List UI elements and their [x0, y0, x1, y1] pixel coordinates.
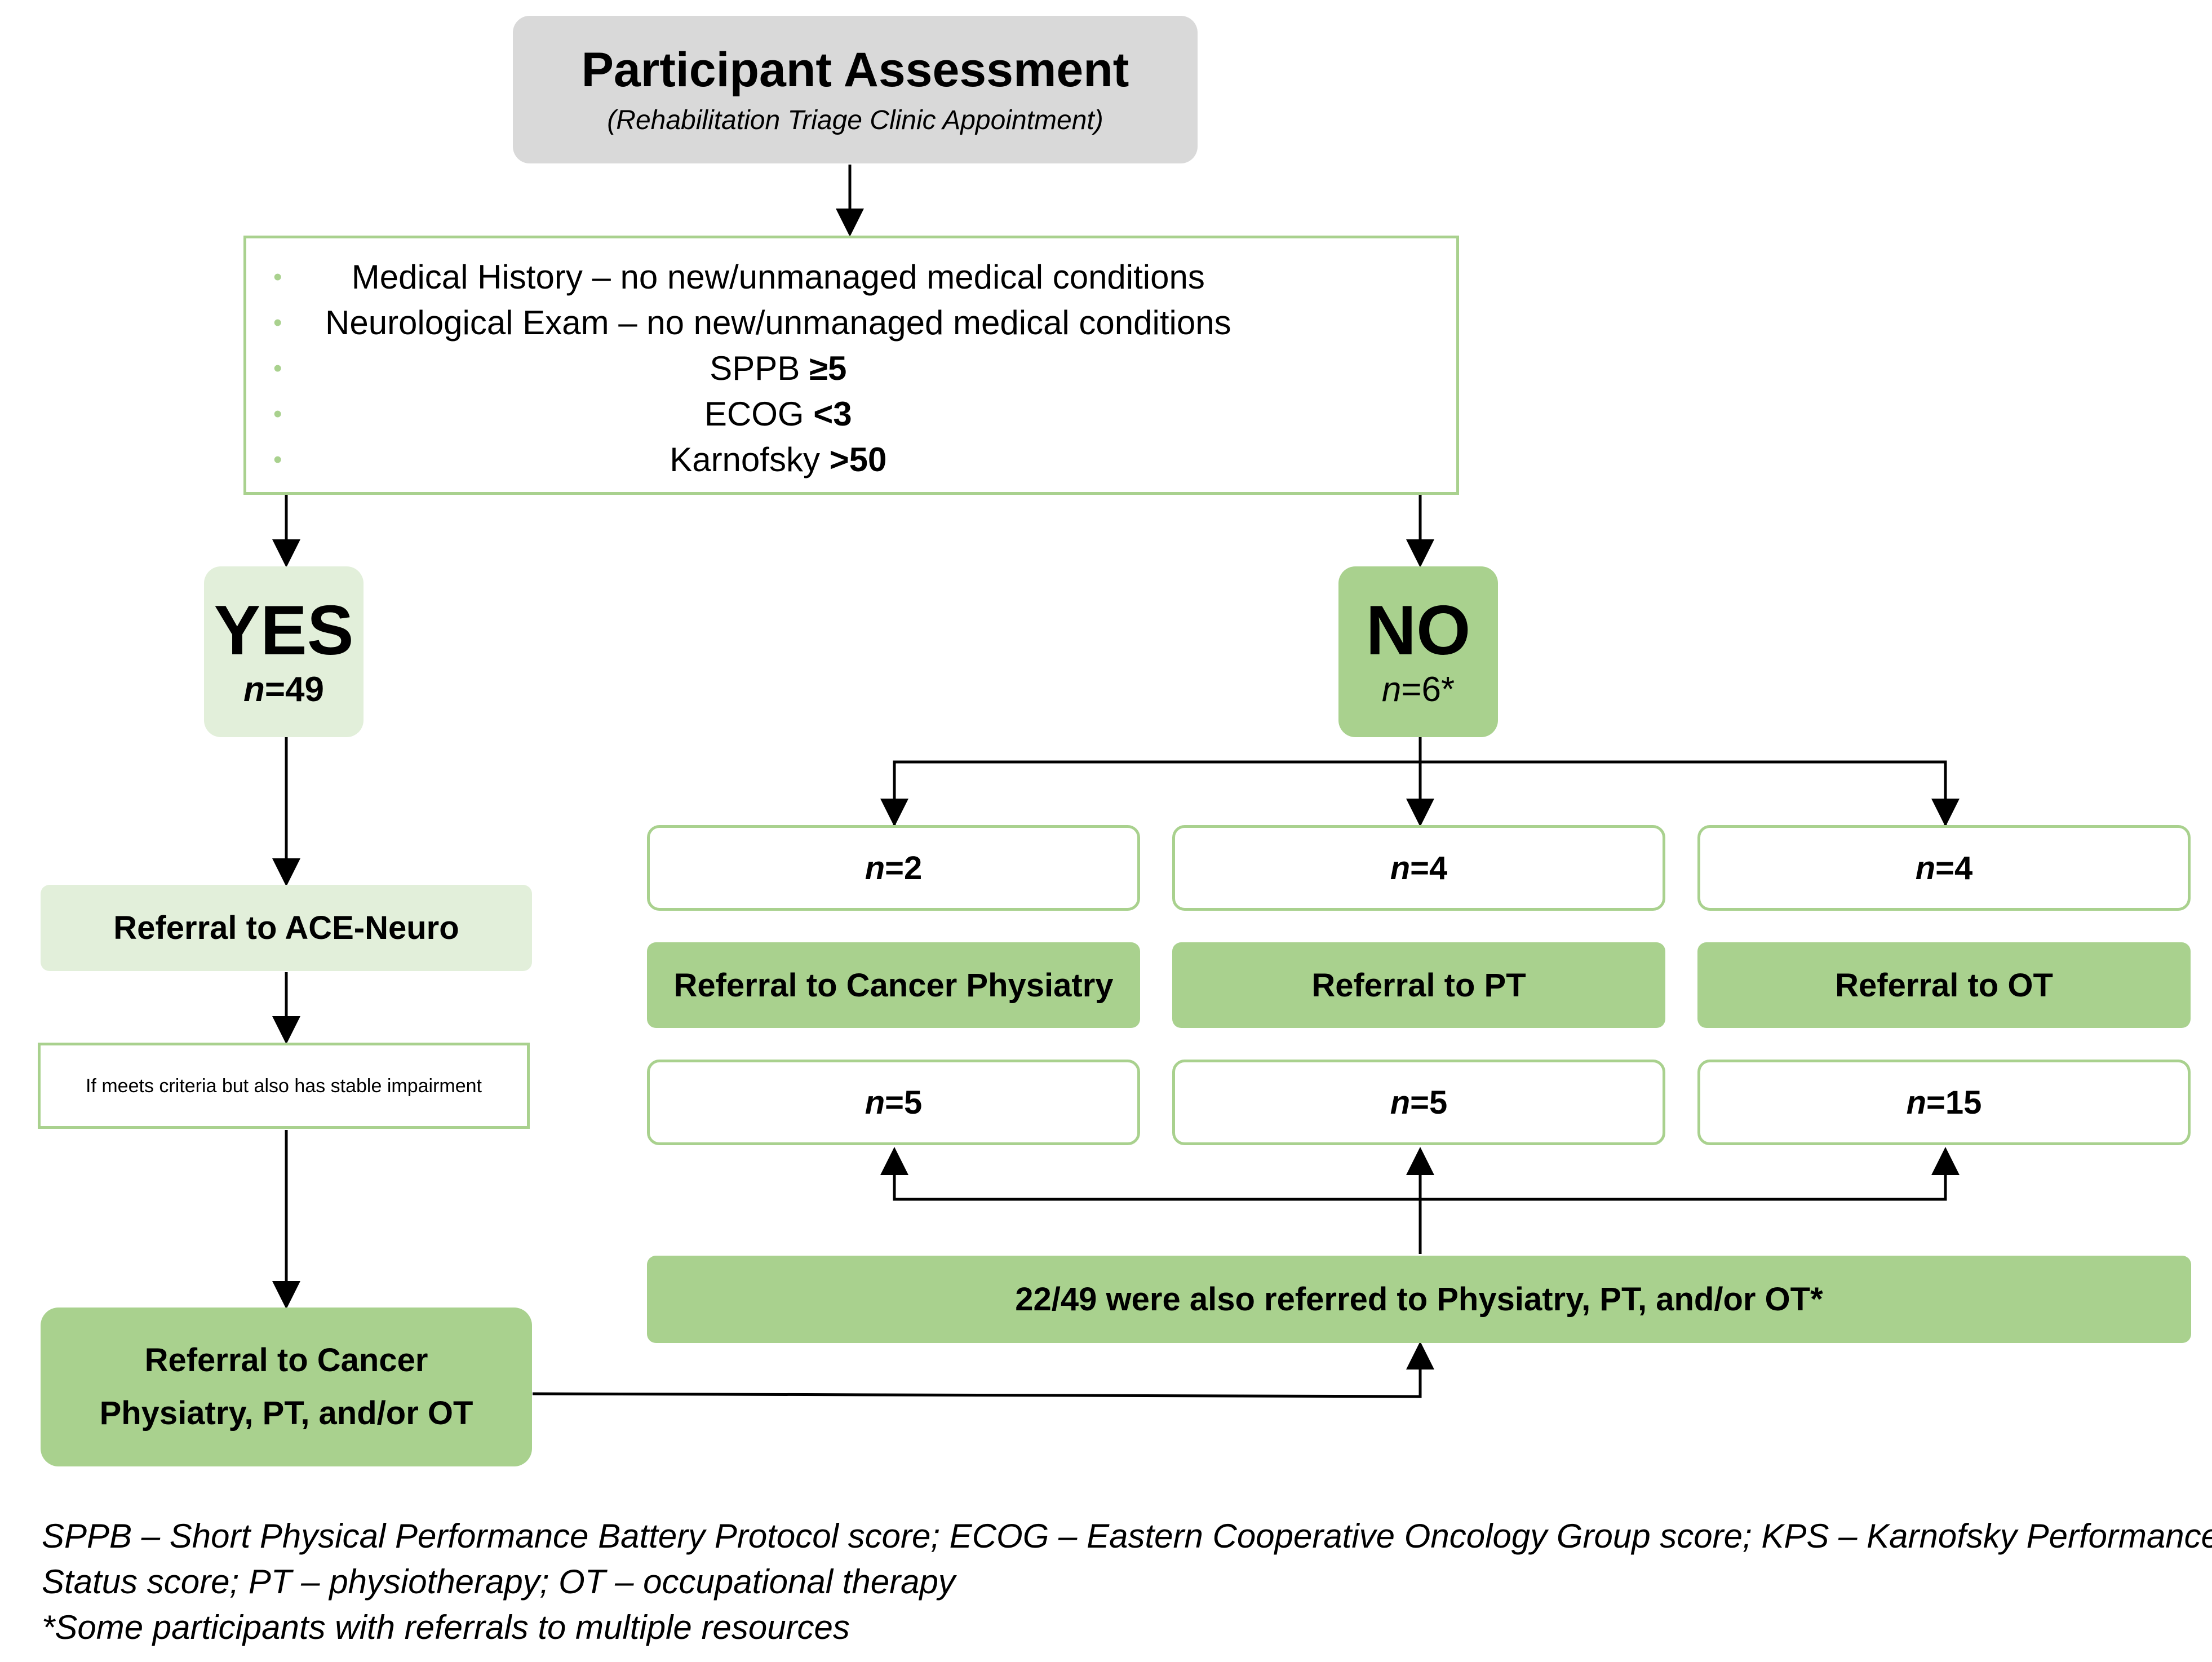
footnote: SPPB – Short Physical Performance Batter… [42, 1513, 2212, 1650]
branch-pt-label: Referral to PT [1311, 967, 1526, 1004]
criteria-item-karnofsky: Karnofsky >50 [246, 437, 1231, 482]
branch-pt-bottom-count: n=5 [1172, 1060, 1665, 1145]
yes-box: YES n=49 [204, 566, 364, 737]
branch-ot-top-count: n=4 [1697, 825, 2191, 911]
also-referred-label: 22/49 were also referred to Physiatry, P… [1015, 1281, 1823, 1318]
branch-ot-bottom-count: n=15 [1697, 1060, 2191, 1145]
criteria-item-ecog: ECOG <3 [246, 391, 1231, 437]
branch-physiatry-bottom-count: n=5 [647, 1060, 1140, 1145]
criteria-list: Medical History – no new/unmanaged medic… [246, 254, 1231, 482]
referral-cancer-line2: Physiatry, PT, and/or OT [99, 1395, 473, 1431]
footnote-line3: *Some participants with referrals to mul… [42, 1608, 850, 1646]
branch-ot-referral: Referral to OT [1697, 942, 2191, 1028]
criteria-note-text: If meets criteria but also has stable im… [86, 1075, 482, 1097]
no-label: NO [1366, 591, 1471, 670]
criteria-item-neurological-exam: Neurological Exam – no new/unmanaged med… [246, 300, 1231, 345]
referral-cancer-box: Referral to Cancer Physiatry, PT, and/or… [41, 1308, 532, 1466]
branch-pt-top-count: n=4 [1172, 825, 1665, 911]
assessment-title: Participant Assessment [581, 43, 1129, 97]
arrow-cancer-to-also [532, 1341, 1434, 1398]
yes-label: YES [214, 591, 354, 670]
criteria-box: Medical History – no new/unmanaged medic… [243, 236, 1459, 495]
footnote-line2: Status score; PT – physiotherapy; OT – o… [42, 1563, 955, 1601]
no-box: NO n=6* [1338, 566, 1498, 737]
criteria-note-box: If meets criteria but also has stable im… [38, 1043, 530, 1129]
no-count: n=6* [1381, 670, 1455, 709]
branch-ot-label: Referral to OT [1835, 967, 2053, 1004]
participant-assessment-box: Participant Assessment (Rehabilitation T… [513, 16, 1198, 163]
also-referred-box: 22/49 were also referred to Physiatry, P… [647, 1256, 2191, 1343]
referral-ace-neuro-box: Referral to ACE-Neuro [41, 885, 532, 971]
branch-pt-referral: Referral to PT [1172, 942, 1665, 1028]
yes-count: n=49 [243, 670, 325, 709]
criteria-item-sppb: SPPB ≥5 [246, 345, 1231, 391]
referral-cancer-line1: Referral to Cancer [144, 1342, 428, 1379]
branch-physiatry-top-count: n=2 [647, 825, 1140, 911]
branch-physiatry-referral: Referral to Cancer Physiatry [647, 942, 1140, 1028]
referral-ace-neuro-label: Referral to ACE-Neuro [113, 910, 459, 946]
footnote-line1: SPPB – Short Physical Performance Batter… [42, 1517, 2212, 1555]
branch-physiatry-label: Referral to Cancer Physiatry [673, 967, 1114, 1004]
criteria-item-medical-history: Medical History – no new/unmanaged medic… [246, 254, 1231, 300]
assessment-subtitle: (Rehabilitation Triage Clinic Appointmen… [607, 105, 1103, 135]
